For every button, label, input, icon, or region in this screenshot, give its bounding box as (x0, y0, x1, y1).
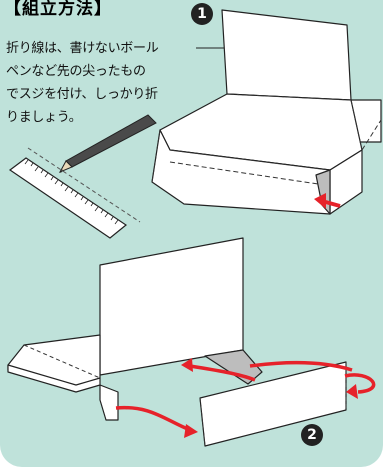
fold-instruction-note: 折り線は、書けないボール ペンなど先の尖ったもの でスジを付け、しっかり折 りま… (6, 37, 206, 129)
step-number-badge: 2 (301, 424, 323, 446)
fold-arrow-icon (115, 360, 376, 432)
step1-fold-lines (151, 93, 382, 185)
step-number-badge: 1 (191, 3, 213, 25)
page-title: 【組立方法】 (0, 0, 118, 20)
note-line: でスジを付け、しっかり折 (6, 87, 158, 102)
note-line: 折り線は、書けないボール (6, 41, 159, 56)
fold-arrow-icon (314, 193, 341, 209)
step2-box-illustration (7, 237, 347, 447)
ruler-guide-line (27, 147, 141, 223)
note-line: りましょう。 (6, 110, 82, 125)
fold-arrowheads (181, 358, 358, 438)
note-line: ペンなど先の尖ったもの (6, 64, 146, 79)
ruler-icon (8, 157, 128, 239)
step1-box-illustration (151, 9, 382, 215)
pen-icon (58, 114, 157, 174)
